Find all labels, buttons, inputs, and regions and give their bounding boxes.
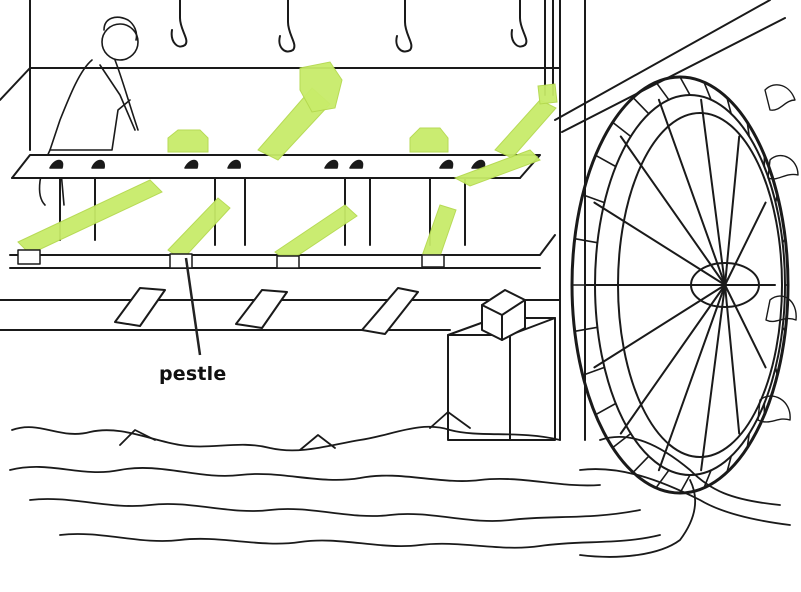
pestle-2-foot — [170, 254, 192, 268]
wheel-paddle — [776, 195, 778, 203]
pestle-4 — [422, 205, 456, 262]
wheel-paddle — [633, 456, 649, 472]
wheel-paddle — [575, 327, 598, 331]
hanging-hooks — [172, 0, 527, 52]
wheel-paddle — [596, 155, 616, 166]
pestle-3-foot — [277, 256, 299, 268]
pestle-2 — [168, 198, 230, 260]
pestle-4-foot — [422, 255, 444, 267]
axle — [555, 0, 785, 440]
pestle-label: pestle — [159, 363, 226, 385]
wheel-paddle — [776, 367, 778, 375]
wheel-spoke — [594, 285, 725, 367]
cam-block-1 — [168, 130, 208, 152]
wheel-spoke — [594, 203, 725, 285]
pestle-6-head — [538, 84, 557, 104]
wheel-paddle — [656, 82, 669, 100]
wheel-paddle — [633, 98, 649, 114]
rocks-and-water — [10, 412, 790, 557]
wheel-paddle — [575, 239, 598, 243]
wheel-spoke — [659, 285, 725, 470]
wheel-spoke — [659, 100, 725, 285]
wheel-paddle — [613, 434, 631, 448]
wheel-paddle — [680, 77, 690, 95]
pestle-6 — [495, 100, 556, 158]
mortar-blocks — [115, 288, 418, 334]
stone-pedestal — [448, 290, 555, 440]
wheel-paddle — [613, 122, 631, 136]
pestle-1-foot — [18, 250, 40, 264]
water-wheel — [572, 77, 788, 493]
wheel-paddle — [596, 404, 616, 415]
pestle-leader-line — [186, 258, 200, 355]
cam-block-2 — [410, 128, 448, 152]
